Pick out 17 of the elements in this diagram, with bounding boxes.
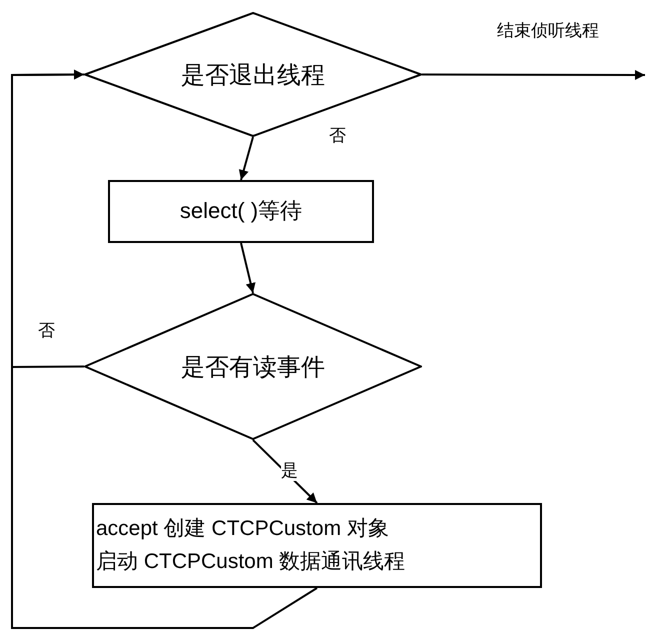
process-box [92, 503, 542, 588]
arrow [240, 242, 256, 294]
process-text: accept 创建 CTCPCustom 对象 [96, 516, 389, 542]
decision-text: 是否有读事件 [181, 352, 325, 382]
edge-label: 结束侦听线程 [497, 22, 599, 41]
arrow [238, 136, 254, 180]
arrow [422, 70, 645, 80]
edge-label: 是 [281, 462, 298, 481]
edge-label: 否 [38, 322, 55, 341]
edge-label: 否 [329, 127, 346, 146]
process-text: 启动 CTCPCustom 数据通讯线程 [96, 548, 406, 574]
decision-diamond [84, 293, 422, 440]
process-text: select( )等待 [180, 197, 302, 226]
decision-text: 是否退出线程 [181, 60, 325, 90]
process-box [108, 180, 374, 243]
arrow [11, 70, 318, 629]
arrow [252, 439, 318, 504]
